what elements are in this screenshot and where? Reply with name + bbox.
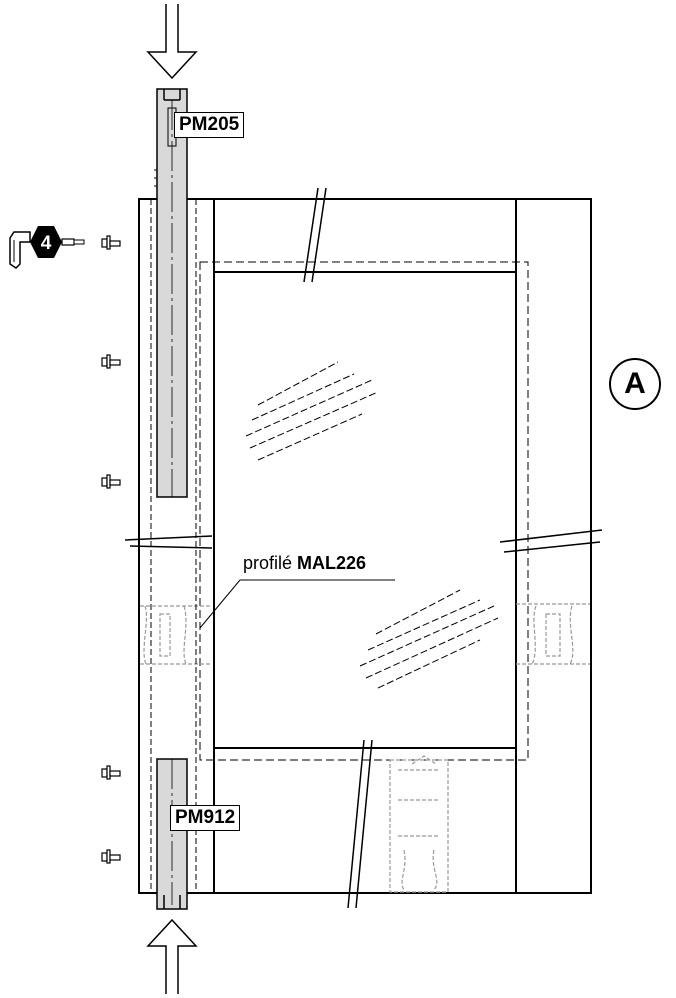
ghost-hinge-bottom — [389, 755, 449, 893]
profile-label: profilé MAL226 — [243, 553, 366, 574]
top-arrow-icon — [146, 4, 198, 80]
view-marker-letter: A — [624, 367, 646, 400]
screw-icon — [101, 849, 121, 864]
ghost-hinge-left — [140, 605, 212, 665]
part-label-top: PM205 — [174, 112, 245, 138]
screw-icon — [101, 354, 121, 369]
screw-icon — [101, 235, 121, 250]
screw-icon — [101, 765, 121, 780]
hex-key-icon: 4 — [9, 226, 85, 269]
rod-bottom — [156, 758, 188, 910]
glass-hatch — [245, 361, 499, 689]
door-frame — [124, 187, 603, 909]
ghost-hinge-right — [516, 603, 590, 665]
part-label-bottom: PM912 — [170, 805, 241, 831]
rod-top — [156, 88, 188, 498]
profile-prefix: profilé — [243, 553, 293, 573]
profile-leader-line — [199, 579, 241, 629]
profile-code: MAL226 — [297, 553, 367, 573]
view-marker-a: A — [609, 358, 661, 410]
tool-step-number: 4 — [41, 233, 52, 254]
screw-icon — [101, 474, 121, 489]
bottom-arrow-icon — [146, 918, 198, 994]
